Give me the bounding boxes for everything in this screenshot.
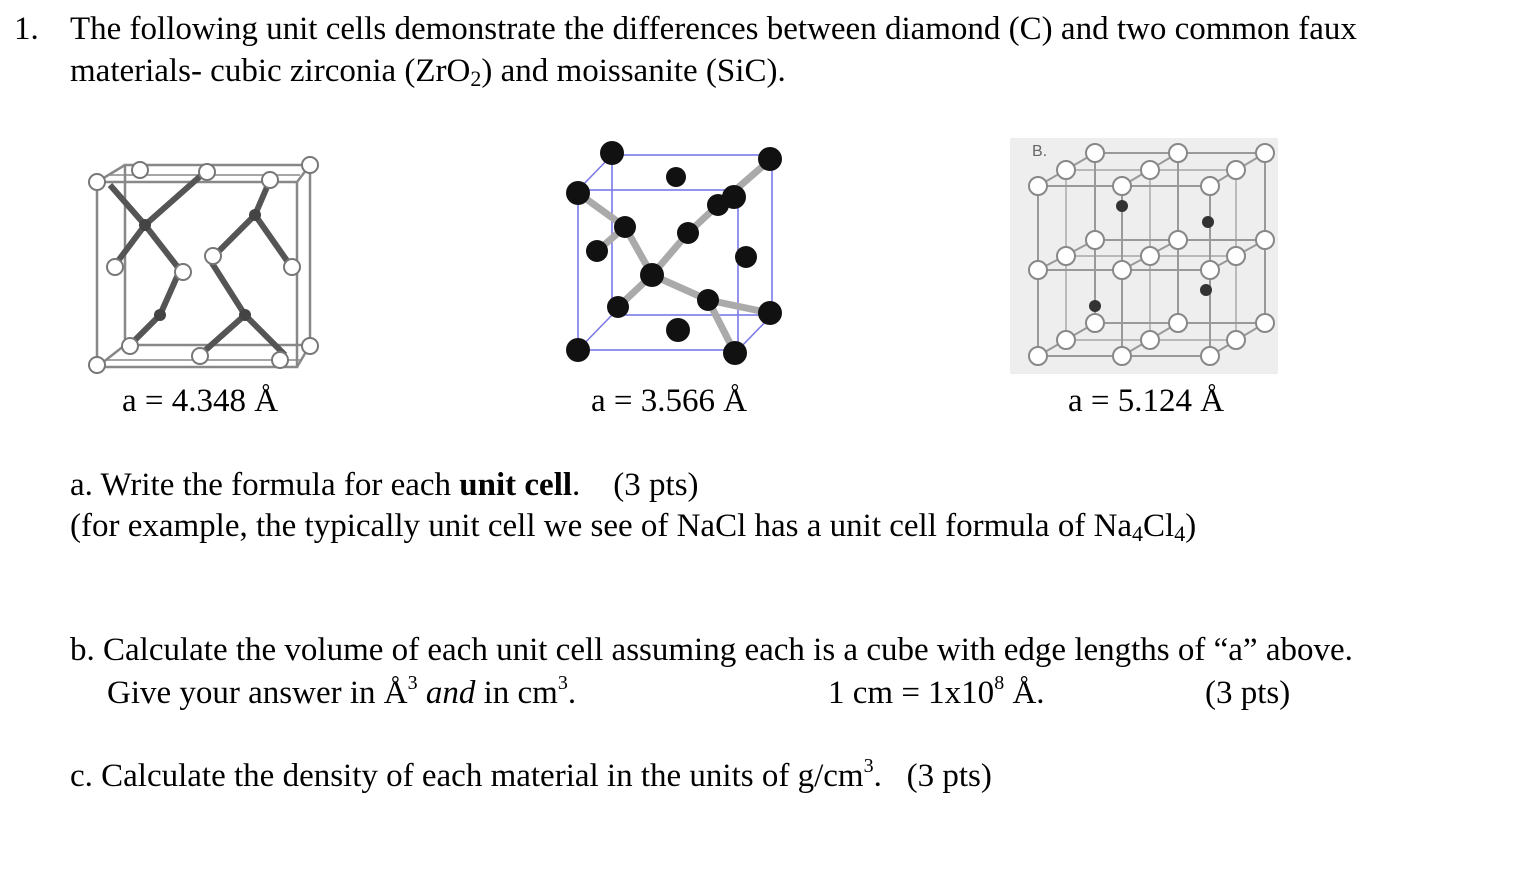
part-b-line1: b. Calculate the volume of each unit cel…	[70, 632, 1353, 668]
moissanite-unit-cell-diagram	[1028, 143, 1275, 366]
zirconia-unit-cell-diagram	[88, 156, 319, 374]
question-intro-line2: materials- cubic zirconia (ZrO2) and moi…	[70, 53, 786, 91]
part-b-units: Give your answer in Å3 and in cm3.	[107, 672, 577, 711]
figure-2-caption: a = 3.566 Å	[591, 383, 748, 419]
part-a-line1: a. Write the formula for each unit cell.…	[70, 467, 699, 503]
part-b-conversion: 1 cm = 1x108 Å.	[828, 672, 1045, 711]
diamond-unit-cell-diagram	[566, 141, 782, 365]
figure-3-caption: a = 5.124 Å	[1068, 383, 1225, 419]
question-number: 1.	[14, 11, 39, 47]
question-intro-line1: The following unit cells demonstrate the…	[70, 11, 1357, 47]
part-b-points: (3 pts)	[1205, 675, 1291, 711]
figure-label: B.	[1032, 143, 1048, 160]
part-c-line: c. Calculate the density of each materia…	[70, 755, 992, 794]
moissanite-unit-cell-panel: B.	[1010, 138, 1278, 374]
part-a-line2: (for example, the typically unit cell we…	[70, 508, 1197, 546]
figure-1-caption: a = 4.348 Å	[122, 383, 279, 419]
